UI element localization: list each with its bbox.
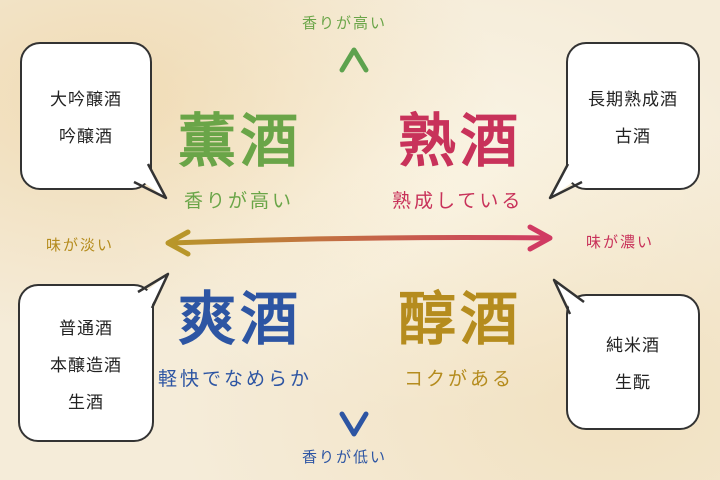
speech-bubble-bottom-right: 純米酒 生酛 — [566, 294, 700, 430]
axis-label-right: 味が濃い — [586, 233, 655, 251]
bubble-item: 本醸造酒 — [50, 355, 122, 376]
speech-bubble-top-left: 大吟醸酒 吟醸酒 — [20, 42, 152, 190]
bubble-item: 大吟醸酒 — [50, 90, 122, 110]
bubble-tail-bottom-right — [552, 278, 592, 320]
quadrant-title-kunshu: 薫酒 — [178, 107, 303, 175]
bubble-item: 純米酒 — [606, 336, 660, 356]
quadrant-title-soushu: 爽酒 — [178, 285, 303, 353]
bubble-item: 生酒 — [68, 392, 104, 413]
bubble-tail-top-right — [548, 156, 590, 200]
bubble-item: 吟醸酒 — [59, 127, 113, 147]
speech-bubble-top-right: 長期熟成酒 古酒 — [566, 42, 700, 190]
bubble-tail-bottom-left — [130, 272, 170, 316]
bubble-item: 長期熟成酒 — [588, 90, 678, 110]
quadrant-title-jukushu: 熟酒 — [398, 107, 523, 175]
bubble-item: 生酛 — [615, 373, 651, 393]
speech-bubble-bottom-left: 普通酒 本醸造酒 生酒 — [18, 284, 154, 442]
quadrant-title-junshu: 醇酒 — [398, 285, 523, 353]
axis-label-left: 味が淡い — [46, 236, 115, 254]
axis-label-top: 香りが高い — [302, 14, 388, 32]
bubble-item: 古酒 — [615, 127, 651, 147]
quadrant-subtitle-junshu: コクがある — [404, 368, 515, 390]
axis-label-bottom: 香りが低い — [302, 448, 388, 466]
quadrant-subtitle-kunshu: 香りが高い — [184, 190, 295, 212]
bubble-tail-top-left — [126, 156, 168, 200]
horizontal-axis-arrow — [165, 224, 553, 257]
quadrant-subtitle-jukushu: 熟成している — [392, 190, 524, 212]
quadrant-subtitle-soushu: 軽快でなめらか — [158, 368, 313, 390]
vertical-axis-arrow — [339, 47, 369, 437]
bubble-item: 普通酒 — [59, 318, 113, 339]
